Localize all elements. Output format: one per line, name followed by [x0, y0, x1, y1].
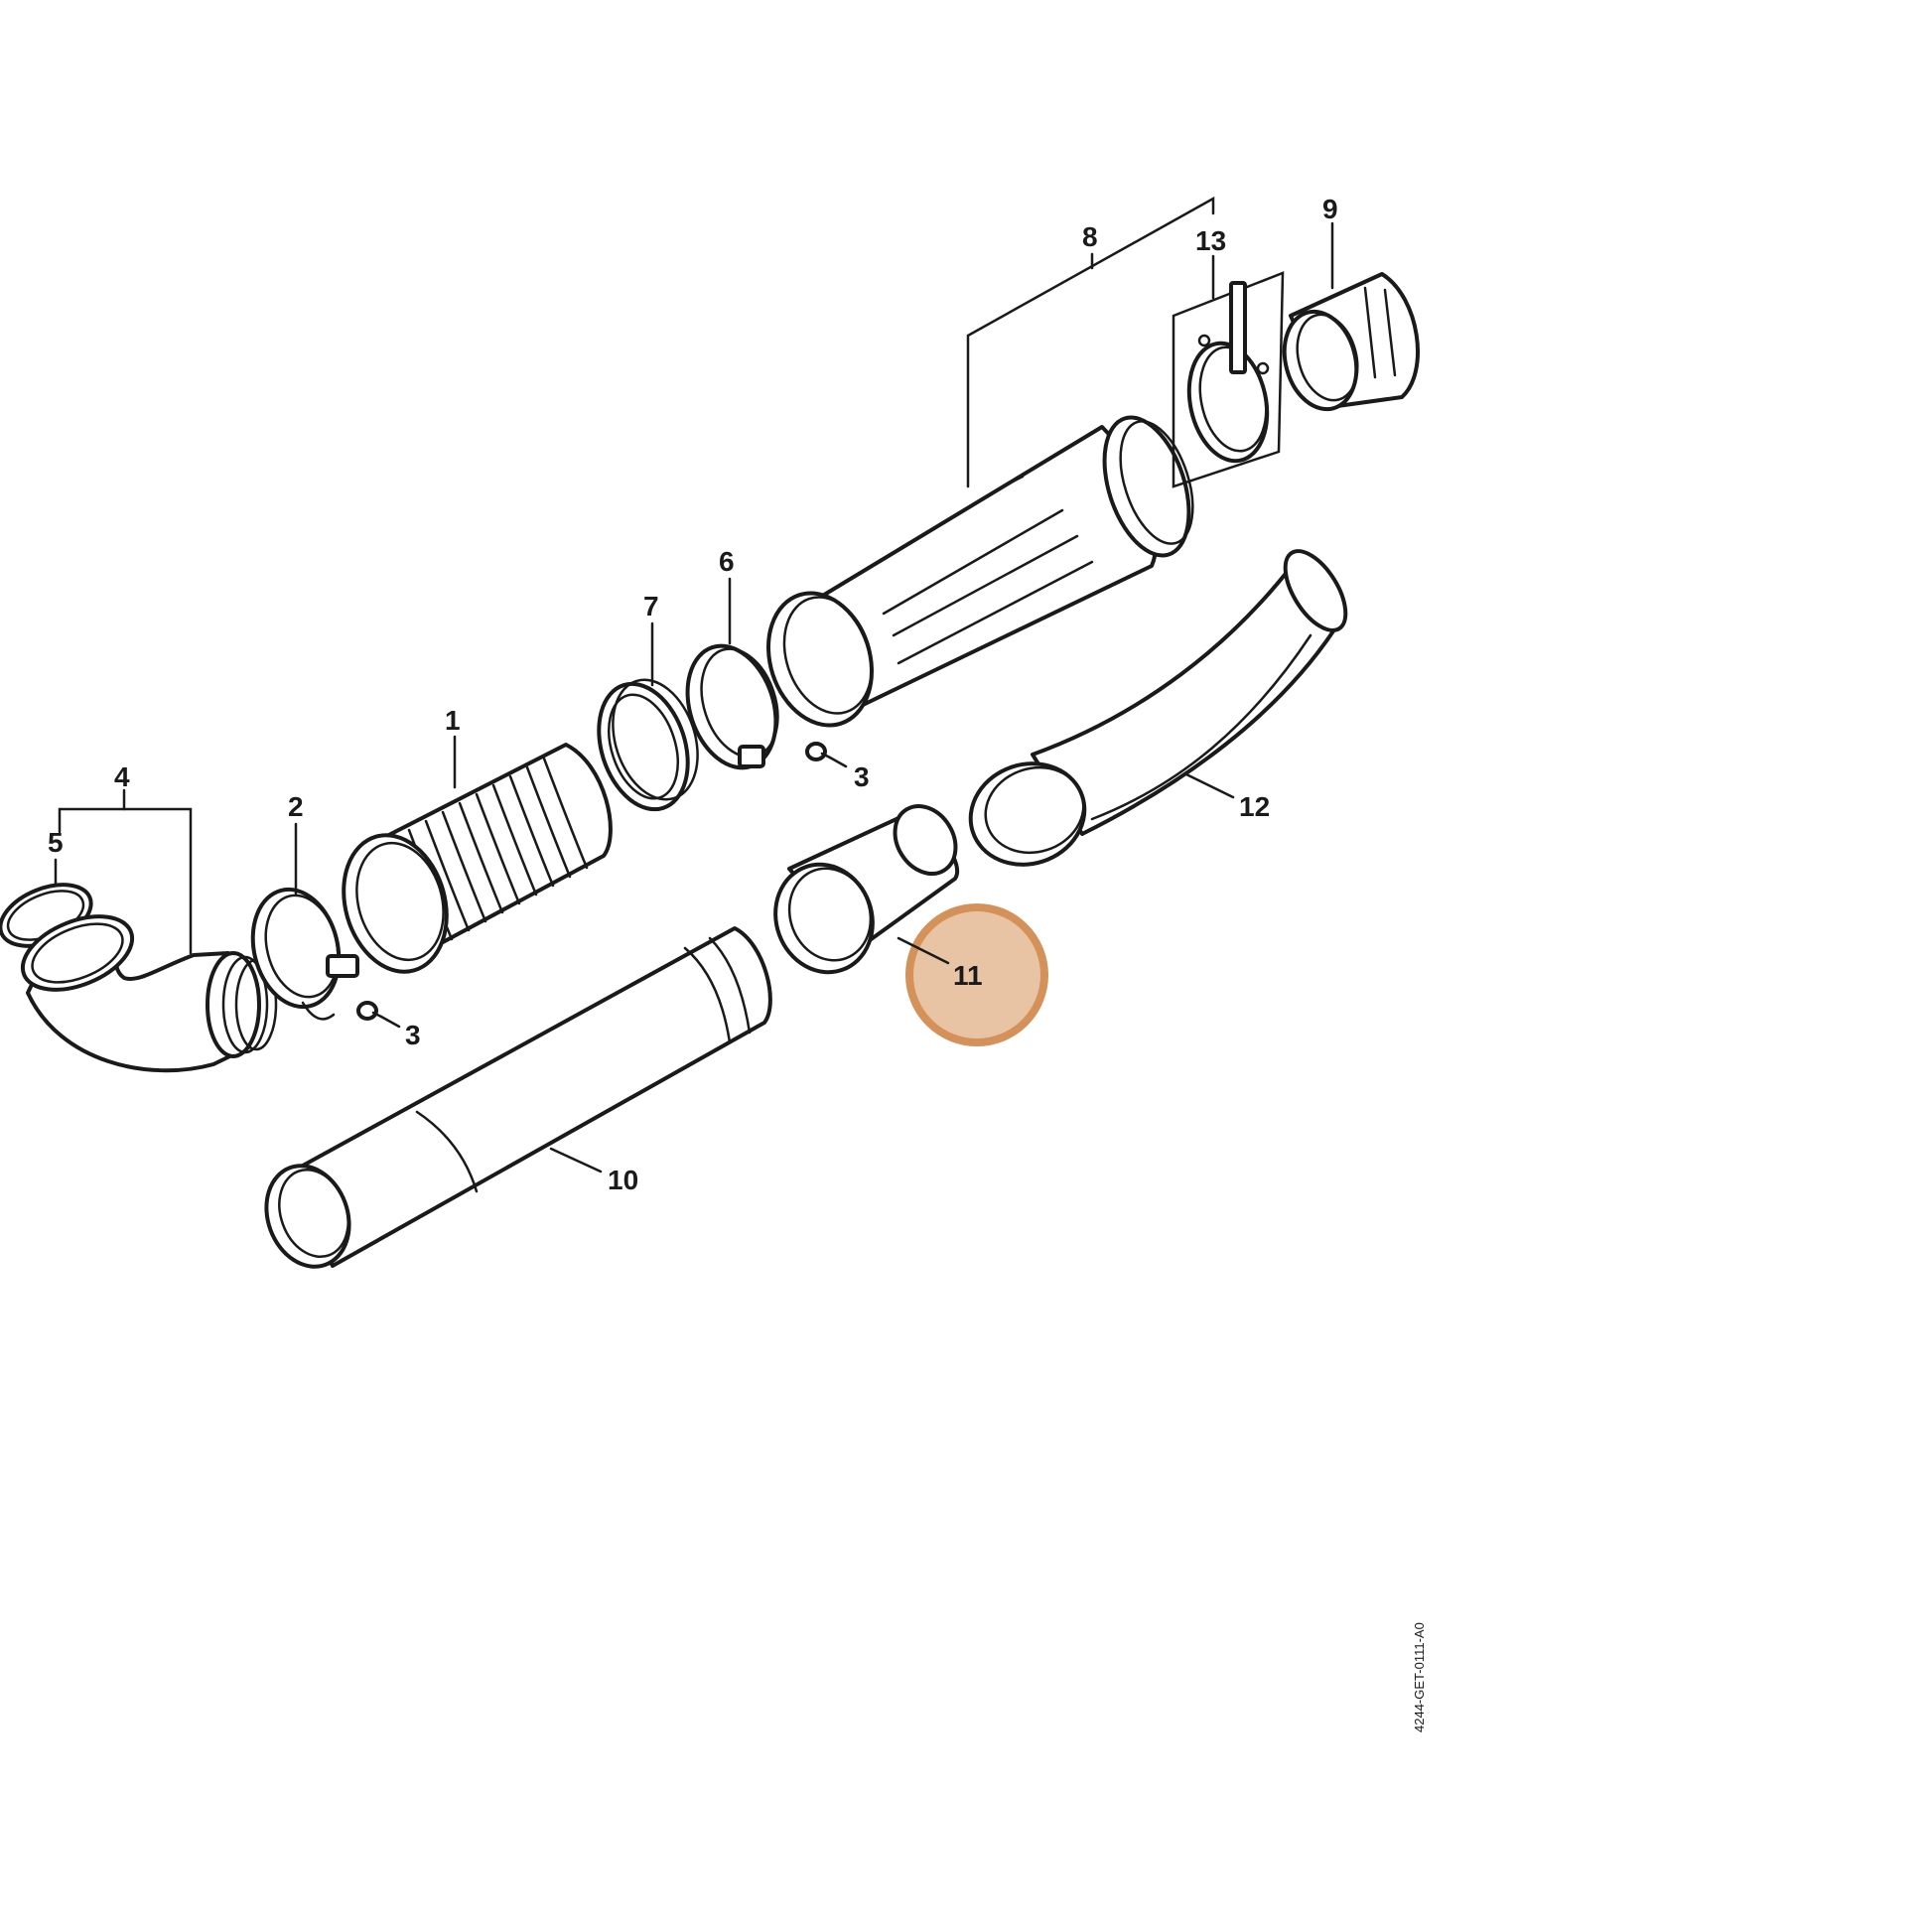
callout-2: 2: [288, 791, 304, 822]
part-2-hose-clamp[interactable]: [241, 881, 359, 1021]
callout-1: 1: [445, 705, 461, 736]
drawing-code: 4244-GET-0111-A0: [1412, 1622, 1427, 1732]
part-11-reducer-nozzle[interactable]: [760, 795, 968, 986]
part-12-curved-nozzle[interactable]: [957, 541, 1357, 879]
callout-9: 9: [1322, 194, 1338, 224]
part-13-band-clamp[interactable]: [1172, 271, 1285, 488]
callout-3-lower: 3: [405, 1020, 421, 1050]
part-9-nut[interactable]: [1274, 272, 1421, 417]
part-10-straight-tube[interactable]: [253, 926, 772, 1279]
callout-7: 7: [643, 591, 659, 621]
callout-6: 6: [719, 546, 735, 577]
callout-5: 5: [48, 827, 64, 858]
leader-lines: [54, 196, 1334, 1173]
callout-11: 11: [953, 960, 983, 991]
callout-12: 12: [1239, 791, 1270, 822]
callout-13: 13: [1195, 225, 1226, 256]
part-3-screw-lower[interactable]: [356, 1001, 383, 1021]
callout-4: 4: [114, 761, 130, 792]
part-1-flexible-hose[interactable]: [329, 743, 613, 984]
part-8-blower-tube[interactable]: [752, 407, 1206, 739]
highlight-circle: [905, 903, 1048, 1046]
part-7-ring[interactable]: [584, 669, 712, 821]
part-4-elbow[interactable]: [12, 902, 278, 1073]
part-3-screw-upper[interactable]: [805, 742, 832, 761]
callout-3-upper: 3: [854, 761, 870, 792]
callout-10: 10: [608, 1165, 638, 1195]
part-6-clamp-ring[interactable]: [673, 634, 791, 779]
callout-labels: 1 2 3 3 4 5 6 7 8 9 10 11 12 13: [48, 194, 1338, 1195]
callout-8: 8: [1082, 221, 1098, 252]
